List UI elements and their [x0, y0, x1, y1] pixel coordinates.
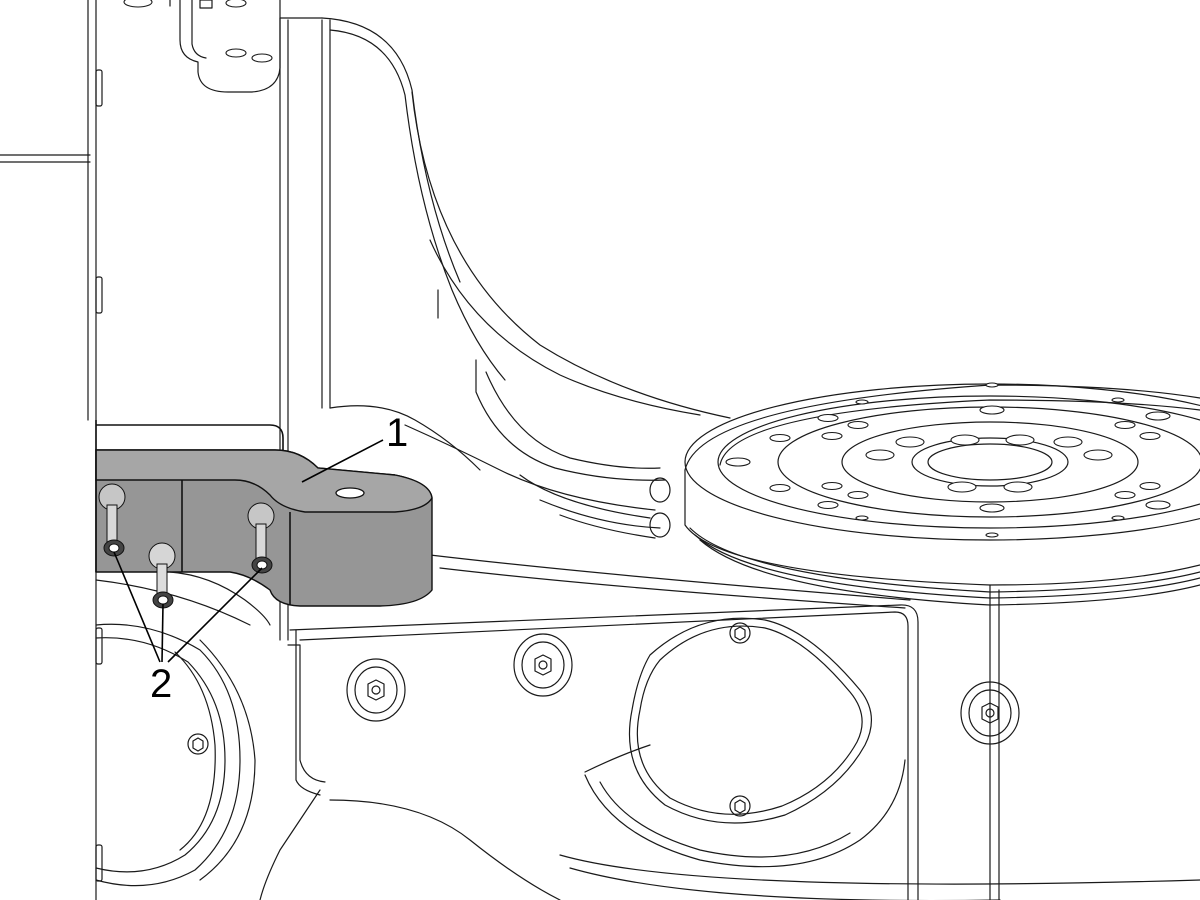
leader-1 [301, 439, 384, 483]
screw-left [98, 483, 126, 557]
left-frame-plate [0, 0, 103, 900]
rotary-flange [684, 382, 1200, 606]
lower-left-bore [95, 623, 256, 887]
callout-label-2: 2 [150, 662, 172, 706]
screw-right [247, 502, 275, 574]
lower-base-housing [259, 554, 1200, 900]
mounting-screws [98, 483, 275, 609]
top-bracket-tab [123, 0, 281, 93]
leader-2-middle [161, 603, 164, 663]
leader-2-right [167, 567, 263, 663]
bracket-hole [335, 487, 365, 499]
vertical-column [279, 17, 506, 641]
callout-leaders [113, 439, 384, 663]
arm-sweep [329, 91, 731, 539]
leader-2-left [113, 551, 161, 663]
callout-label-1: 1 [386, 411, 408, 455]
screw-middle [148, 542, 176, 609]
